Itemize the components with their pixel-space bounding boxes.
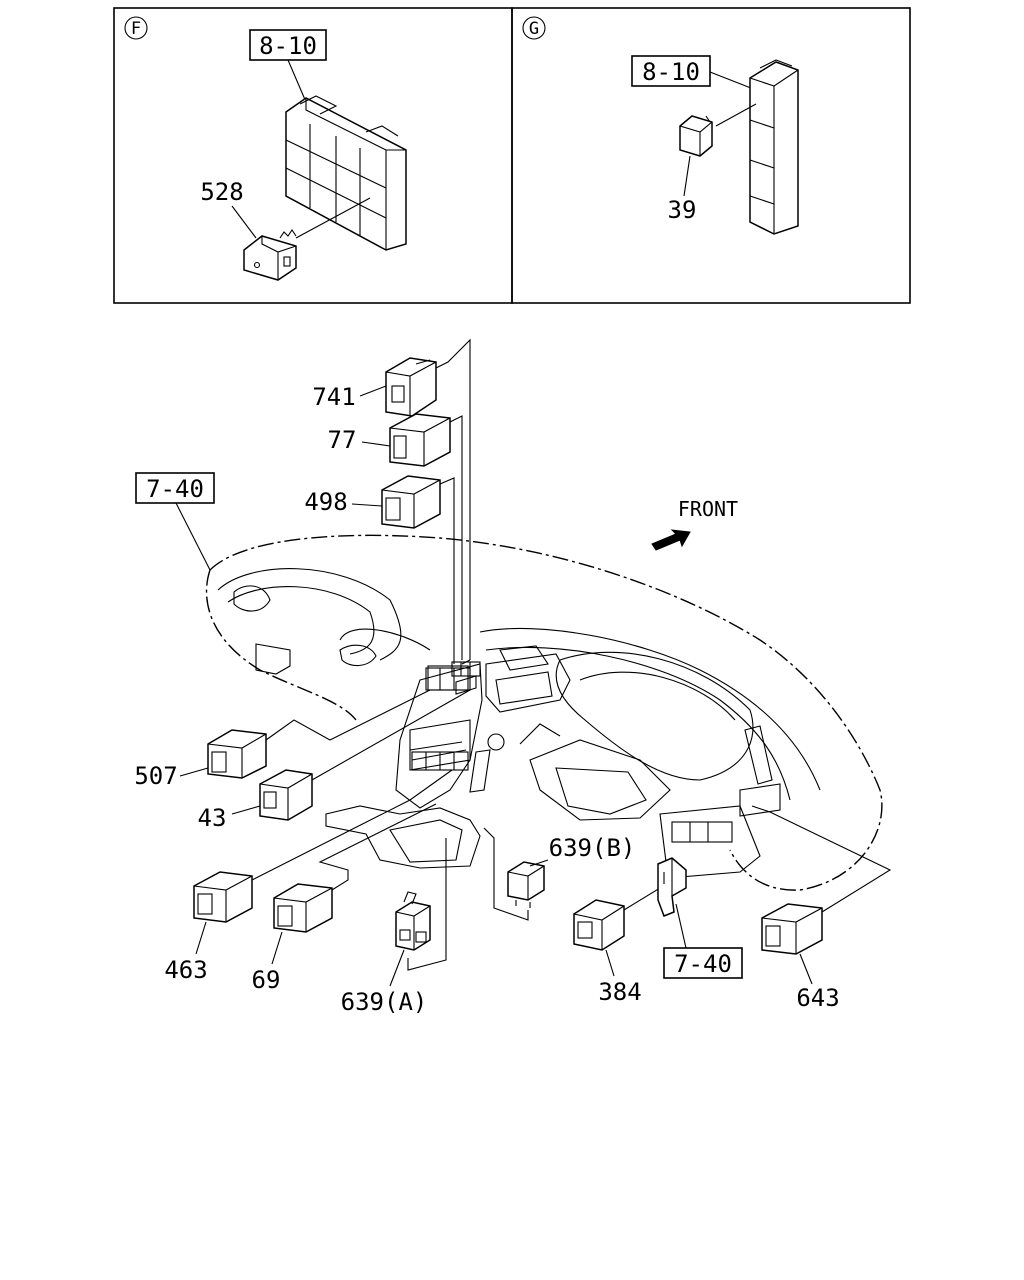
panel-f-label-leader [231,205,257,239]
panel-g-marker-circle [522,16,546,40]
part-label-77: 77 [328,426,357,454]
part-label-639a: 639(A) [341,988,428,1016]
relay-39 [679,115,713,157]
switch-77 [389,413,451,467]
panel-f-ref-box [249,29,327,61]
panel-f-marker: F [131,19,141,39]
panel-f-part-label: 528 [200,178,243,206]
part-label-643: 643 [796,984,839,1012]
dashboard-outline [205,534,883,891]
relay-528 [243,229,297,281]
switch-463 [193,871,253,923]
ref-lower-box [663,947,743,979]
panel-g-frame [511,7,911,304]
switch-498 [381,475,441,529]
part-label-69: 69 [252,966,281,994]
panel-g-label-leader [683,155,691,197]
part-label-463: 463 [164,956,207,984]
panel-g: G 8-10 39 [511,7,911,304]
front-arrow-icon [651,529,691,551]
panel-f-marker-circle [124,16,148,40]
panel-g-ref-box [631,55,711,87]
panel-g-part-leader [715,103,757,127]
switch-69 [273,883,333,933]
panel-g-ref-leader [709,71,757,91]
relay-384 [573,899,625,951]
relay-block [285,95,407,251]
ref-main-label: 7-40 [146,475,204,503]
switch-741 [385,357,437,417]
ref-main-box [135,472,215,504]
ref-main-leader [175,502,211,571]
panel-f-ref-leader [287,59,307,103]
front-label: FRONT [678,497,738,521]
bracket [657,857,687,917]
part-label-498: 498 [304,488,347,516]
tall-relay-box [749,59,799,235]
switch-639a [395,891,431,951]
part-label-741: 741 [312,383,355,411]
main-diagram: FRONT 7-40 [134,338,892,1016]
panel-g-marker: G [529,19,539,39]
switch-643 [761,903,823,955]
part-label-43: 43 [198,804,227,832]
panel-f-part-leader [295,197,371,239]
panel-f: F 8-10 528 [113,7,513,304]
part-label-507: 507 [134,762,177,790]
switch-43 [259,769,313,821]
switch-507 [207,729,267,779]
panel-f-ref-label: 8-10 [259,32,317,60]
part-label-384: 384 [598,978,641,1006]
panel-g-ref-label: 8-10 [642,58,700,86]
switch-639b [507,861,545,908]
part-label-639b: 639(B) [549,834,636,862]
panel-g-part-label: 39 [668,196,697,224]
ref-lower-label: 7-40 [674,950,732,978]
